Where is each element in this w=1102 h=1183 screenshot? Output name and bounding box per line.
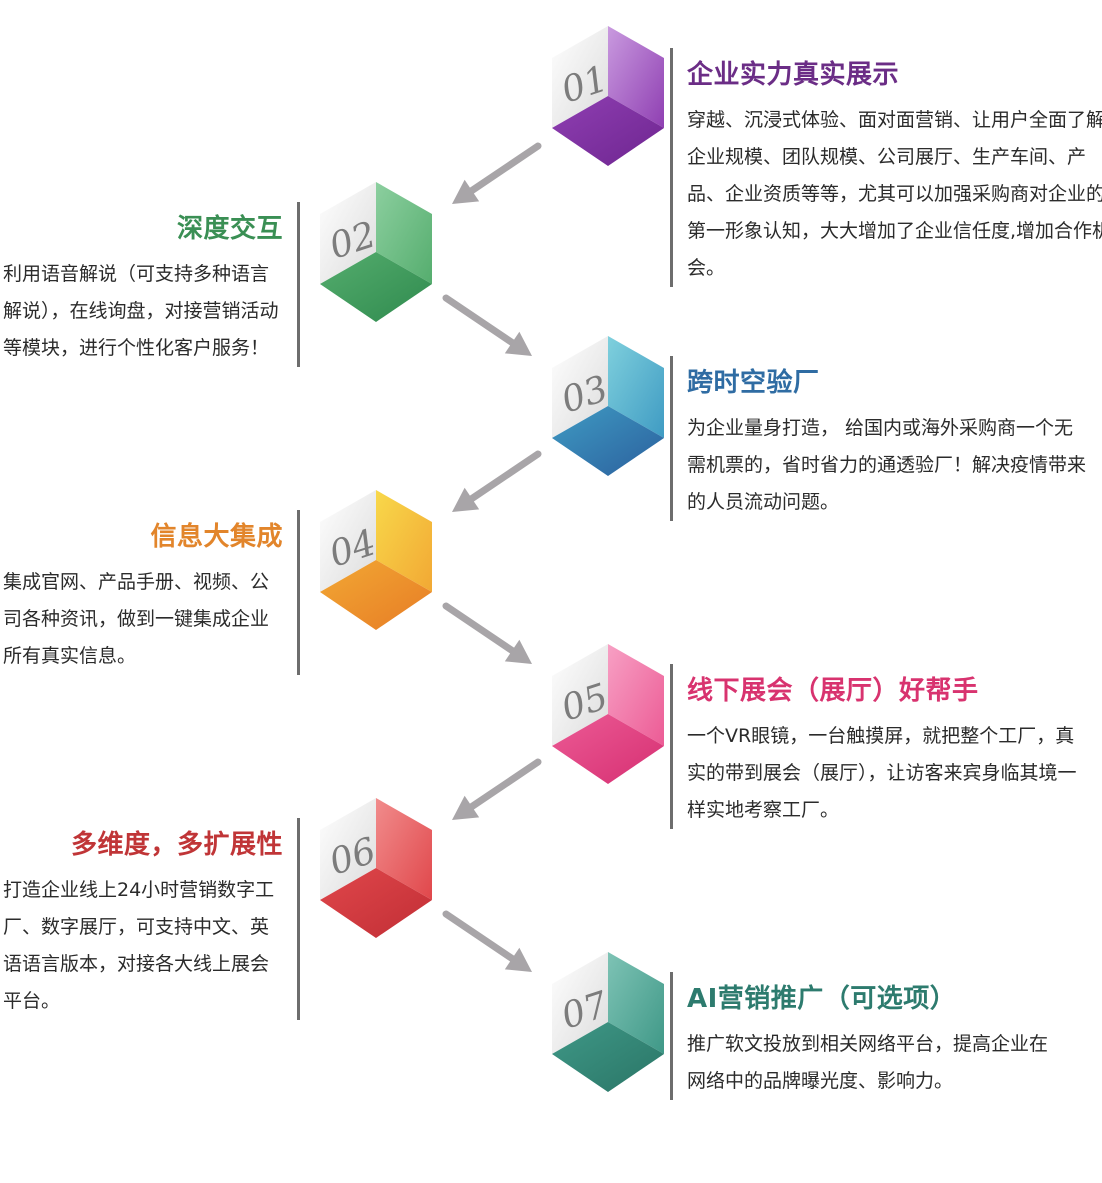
cube-right-face xyxy=(376,490,432,592)
step-text-06: 多维度，多扩展性打造企业线上24小时营销数字工厂、数字展厅，可支持中文、英语语言… xyxy=(3,818,300,1020)
step-cube-02: 02 xyxy=(318,176,434,328)
cube-right-face xyxy=(608,336,664,438)
cube-shape: 05 xyxy=(552,644,664,784)
step-description: 为企业量身打造， 给国内或海外采购商一个无需机票的，省时省力的通透验厂！解决疫情… xyxy=(687,417,1087,513)
step-title: 深度交互 xyxy=(176,214,283,244)
cube-right-face xyxy=(608,952,664,1054)
cube-shape: 06 xyxy=(320,798,432,938)
step-title: 信息大集成 xyxy=(150,522,283,552)
cube-bottom-face xyxy=(552,1022,664,1092)
step-cube-03: 03 xyxy=(550,330,666,482)
arrow-connector-3 xyxy=(452,450,542,512)
step-cube-06: 06 xyxy=(318,792,434,944)
cube-shape: 02 xyxy=(320,182,432,322)
cube-bottom-face xyxy=(552,96,664,166)
step-text-04: 信息大集成集成官网、产品手册、视频、公司各种资讯，做到一键集成企业所有真实信息。 xyxy=(3,510,300,675)
step-text-03: 跨时空验厂为企业量身打造， 给国内或海外采购商一个无需机票的，省时省力的通透验厂… xyxy=(670,356,1087,521)
cube-left-face xyxy=(320,182,376,284)
cube-left-face xyxy=(552,336,608,438)
step-text-02: 深度交互利用语音解说（可支持多种语言解说），在线询盘，对接营销活动等模块，进行个… xyxy=(3,202,300,367)
step-description: 集成官网、产品手册、视频、公司各种资讯，做到一键集成企业所有真实信息。 xyxy=(3,571,270,667)
step-description: 一个VR眼镜，一台触摸屏，就把整个工厂，真实的带到展会（展厅），让访客来宾身临其… xyxy=(687,725,1077,821)
cube-left-face xyxy=(552,952,608,1054)
cube-left-face xyxy=(320,798,376,900)
step-cube-05: 05 xyxy=(550,638,666,790)
arrow-connector-1 xyxy=(452,142,542,204)
arrow-connector-2 xyxy=(442,294,532,356)
cube-left-face xyxy=(552,26,608,128)
step-text-07: AI营销推广（可选项） 推广软文投放到相关网络平台，提高企业在网络中的品牌曝光度、… xyxy=(670,972,1052,1100)
cube-left-face xyxy=(320,490,376,592)
step-title: 企业实力真实展示 xyxy=(687,60,900,90)
step-title: 多维度，多扩展性 xyxy=(70,830,283,860)
step-title: AI营销推广（可选项） xyxy=(687,984,957,1014)
cube-shape: 07 xyxy=(552,952,664,1092)
step-cube-01: 01 xyxy=(550,20,666,172)
step-text-01: 企业实力真实展示穿越、沉浸式体验、面对面营销、让用户全面了解企业规模、团队规模、… xyxy=(670,48,1102,287)
cube-bottom-face xyxy=(320,868,432,938)
arrow-connector-5 xyxy=(452,758,542,820)
arrow-connector-6 xyxy=(442,910,532,972)
cube-shape: 04 xyxy=(320,490,432,630)
arrow-connector-4 xyxy=(442,602,532,664)
cube-right-face xyxy=(608,644,664,746)
cube-right-face xyxy=(608,26,664,128)
step-cube-07: 07 xyxy=(550,946,666,1098)
step-description: 推广软文投放到相关网络平台，提高企业在网络中的品牌曝光度、影响力。 xyxy=(687,1033,1049,1092)
cube-bottom-face xyxy=(320,252,432,322)
step-description: 穿越、沉浸式体验、面对面营销、让用户全面了解企业规模、团队规模、公司展厅、生产车… xyxy=(687,109,1102,279)
step-text-05: 线下展会（展厅）好帮手一个VR眼镜，一台触摸屏，就把整个工厂，真实的带到展会（展… xyxy=(670,664,1087,829)
step-description: 利用语音解说（可支持多种语言解说），在线询盘，对接营销活动等模块，进行个性化客户… xyxy=(3,263,279,359)
cube-bottom-face xyxy=(552,406,664,476)
cube-shape: 03 xyxy=(552,336,664,476)
step-description: 打造企业线上24小时营销数字工厂、数字展厅，可支持中文、英语语言版本，对接各大线… xyxy=(3,879,275,1012)
cube-right-face xyxy=(376,182,432,284)
cube-right-face xyxy=(376,798,432,900)
cube-bottom-face xyxy=(552,714,664,784)
cube-shape: 01 xyxy=(552,26,664,166)
step-cube-04: 04 xyxy=(318,484,434,636)
step-title: 跨时空验厂 xyxy=(687,368,820,398)
step-title: 线下展会（展厅）好帮手 xyxy=(687,676,979,706)
cube-left-face xyxy=(552,644,608,746)
cube-bottom-face xyxy=(320,560,432,630)
